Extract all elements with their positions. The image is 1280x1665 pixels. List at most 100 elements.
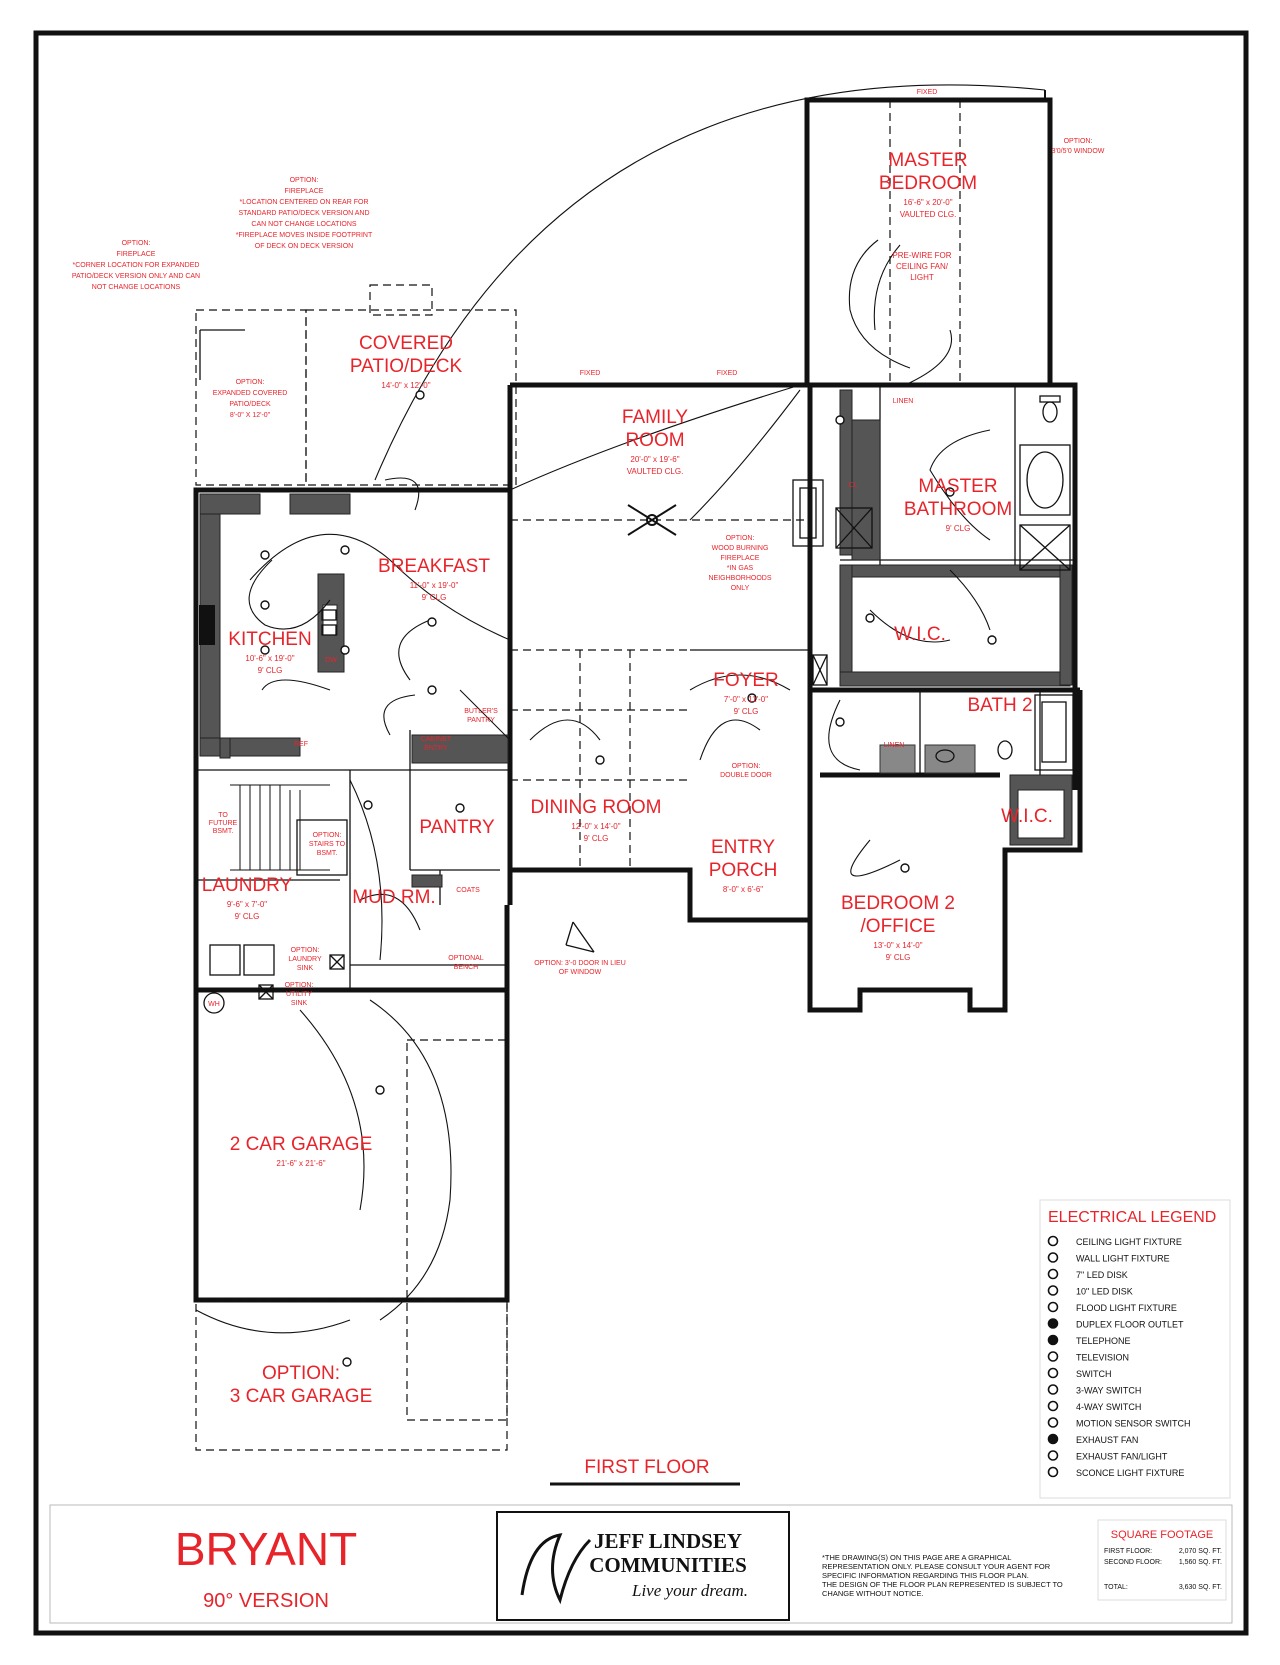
kitchen-name: KITCHEN	[228, 629, 311, 650]
legend-item-label: 10" LED DISK	[1076, 1287, 1133, 1297]
breakfast-name: BREAKFAST	[378, 556, 490, 577]
led-disk-10-icon	[1047, 1285, 1059, 1296]
ceiling-fan-icon	[627, 504, 677, 536]
sconce-icon	[1047, 1466, 1059, 1478]
water-heater-label: WH	[208, 1001, 220, 1008]
exhaust-fan-icon	[1047, 1433, 1059, 1445]
bath2-name: BATH 2	[967, 695, 1032, 716]
sqft-row-value: 1,560 SQ. FT.	[1179, 1559, 1222, 1566]
floor-label-group: FIRST FLOOR	[550, 1457, 740, 1486]
television-icon	[1047, 1351, 1059, 1362]
dw-label: DW	[325, 657, 337, 664]
legend-title: ELECTRICAL LEGEND	[1048, 1209, 1216, 1226]
breakfast-dims: 11'-0" x 19'-0"	[410, 581, 459, 590]
led-disk-7-icon	[1047, 1268, 1059, 1280]
kitchen-ceiling: 9' CLG	[258, 666, 283, 675]
light-fixtures	[260, 390, 997, 1367]
bedroom2-name: BEDROOM 2/OFFICE	[841, 893, 955, 937]
garage3-name: OPTION:3 CAR GARAGE	[230, 1363, 373, 1407]
sqft-row-value: 3,630 SQ. FT.	[1179, 1584, 1222, 1591]
sqft-title: SQUARE FOOTAGE	[1111, 1529, 1213, 1541]
legend-item-label: DUPLEX FLOOR OUTLET	[1076, 1320, 1184, 1330]
option-double-door: OPTION:DOUBLE DOOR	[720, 763, 772, 779]
master_bathroom-ceiling: 9' CLG	[946, 524, 971, 533]
wic2-name: W.I.C.	[1001, 806, 1053, 827]
sqft-row-label: SECOND FLOOR:	[1104, 1559, 1162, 1566]
master_bedroom-ceiling: VAULTED CLG.	[900, 210, 957, 219]
duplex-outlet-icon	[1047, 1318, 1059, 1329]
covered_patio-dims: 14'-0" x 12'-0"	[381, 381, 430, 390]
title-strip	[49, 1504, 1233, 1624]
foyer-dims: 7'-0" x 11'-0"	[724, 695, 768, 704]
coats-label: COATS	[456, 887, 480, 894]
switch-icon	[1047, 1367, 1059, 1379]
walls	[193, 97, 1083, 1303]
wic_master-name: W.I.C.	[894, 624, 946, 645]
legend-item-label: EXHAUST FAN/LIGHT	[1076, 1452, 1168, 1462]
option-window: OPTION:3'0/5'0 WINDOW	[1052, 138, 1105, 155]
option-fireplace-patio: OPTION:FIREPLACE*LOCATION CENTERED ON RE…	[236, 177, 373, 250]
dining_room-dims: 12'-0" x 14'-0"	[571, 822, 620, 831]
garage2-dims: 21'-6" x 21'-6"	[276, 1159, 325, 1168]
rear-arc	[374, 84, 1046, 481]
legend-item-label: FLOOD LIGHT FIXTURE	[1076, 1303, 1177, 1313]
bedroom2-ceiling: 9' CLG	[886, 953, 911, 962]
family_room-dims: 20'-0" x 19'-6"	[630, 455, 679, 464]
telephone-icon	[1047, 1334, 1059, 1346]
fixtures	[199, 395, 1074, 1014]
linen-label-2: LINEN	[884, 742, 905, 749]
legend-item-label: TELEVISION	[1076, 1353, 1129, 1363]
sheet-border	[33, 30, 1249, 1636]
company-tagline: Live your dream.	[631, 1581, 748, 1600]
legend-item-label: 4-WAY SWITCH	[1076, 1402, 1141, 1412]
linen-label-1: LINEN	[893, 398, 914, 405]
electrical-legend: ELECTRICAL LEGEND CEILING LIGHT FIXTURE W…	[1039, 1199, 1231, 1499]
company-name-line2: COMMUNITIES	[589, 1553, 747, 1577]
company-name-line1: JEFF LINDSEY	[594, 1529, 742, 1553]
entry_porch-dims: 8'-0" x 6'-6"	[723, 885, 763, 894]
option-fireplace-corner: OPTION:FIREPLACE*CORNER LOCATION FOR EXP…	[72, 240, 200, 291]
wall-light-icon	[1047, 1252, 1059, 1263]
disclaimer-text: *THE DRAWING(S) ON THIS PAGE ARE A GRAPH…	[822, 1553, 1063, 1598]
dining_room-name: DINING ROOM	[531, 797, 662, 818]
laundry-dims: 9'-6" x 7'-0"	[227, 900, 267, 909]
floor-label: FIRST FLOOR	[584, 1457, 709, 1478]
legend-item-label: SCONCE LIGHT FIXTURE	[1076, 1468, 1184, 1478]
laundry-name: LAUNDRY	[202, 875, 293, 896]
dining_room-ceiling: 9' CLG	[584, 834, 609, 843]
legend-item-label: 7" LED DISK	[1076, 1270, 1128, 1280]
flood-light-icon	[1047, 1301, 1059, 1313]
legend-item-label: WALL LIGHT FIXTURE	[1076, 1254, 1170, 1264]
garage2-name: 2 CAR GARAGE	[230, 1134, 373, 1155]
four-way-switch-icon	[1047, 1400, 1059, 1412]
disclaimer-lines: *THE DRAWING(S) ON THIS PAGE ARE A GRAPH…	[822, 1553, 1063, 1598]
legend-item-label: 3-WAY SWITCH	[1076, 1386, 1141, 1396]
sqft-row-label: FIRST FLOOR:	[1104, 1548, 1152, 1555]
pantry-name: PANTRY	[419, 817, 495, 838]
master_bedroom-dims: 16'-6" x 20'-0"	[903, 198, 952, 207]
sqft-row-label: TOTAL:	[1104, 1584, 1128, 1591]
ref-label: REF	[294, 741, 308, 748]
fixed-label-2: FIXED	[580, 370, 601, 377]
legend-item-label: MOTION SENSOR SWITCH	[1076, 1419, 1191, 1429]
legend-item-label: EXHAUST FAN	[1076, 1435, 1138, 1445]
closet-label: CL	[849, 482, 858, 489]
foyer-ceiling: 9' CLG	[734, 707, 759, 716]
legend-item-label: CEILING LIGHT FIXTURE	[1076, 1237, 1182, 1247]
family_room-ceiling: VAULTED CLG.	[627, 467, 684, 476]
